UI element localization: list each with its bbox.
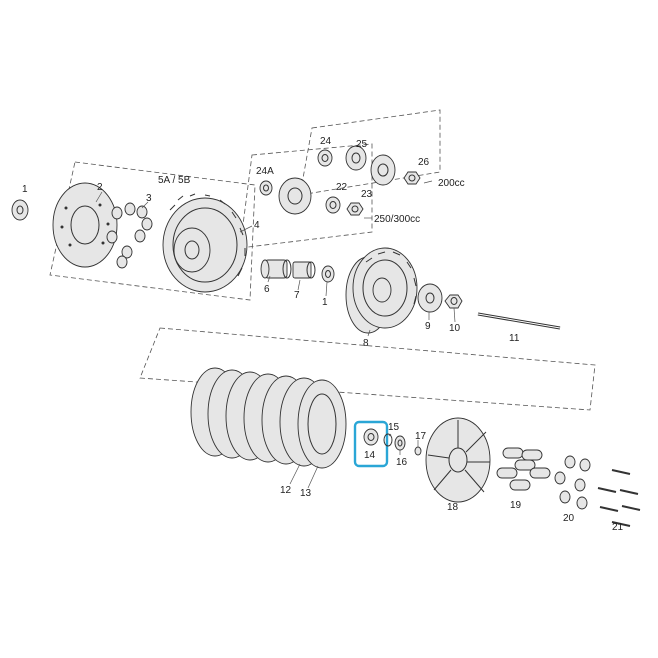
label-part-14: 14 <box>364 450 376 461</box>
part-21-bolts <box>597 469 641 527</box>
part-23-nut <box>346 202 364 216</box>
part-11-push-rod <box>477 312 561 330</box>
frame-clutch-pack <box>139 327 596 411</box>
label-part-22: 22 <box>336 182 348 193</box>
label-part-11: 11 <box>509 333 520 344</box>
label-part-5: 5A / 5B <box>158 175 191 186</box>
label-part-8: 8 <box>363 338 369 349</box>
part-1b-washer <box>321 265 335 283</box>
label-part-26: 26 <box>418 157 430 168</box>
part-24-washer <box>317 149 333 167</box>
label-part-24: 24 <box>320 136 332 147</box>
part-7-spacer <box>292 261 316 279</box>
label-part-13: 13 <box>300 488 312 499</box>
part-8-inner-hub <box>345 247 418 334</box>
part-18-pressure-plate <box>425 417 491 503</box>
part-9-lock-washer <box>417 283 443 313</box>
part-26-nut <box>403 171 421 185</box>
part-24a-washer <box>259 180 273 196</box>
part-25-bearing <box>345 145 367 171</box>
label-part-6: 6 <box>264 284 270 295</box>
leader-lines <box>95 180 456 489</box>
label-200cc: 200cc <box>438 178 465 189</box>
label-part-18: 18 <box>447 502 459 513</box>
part-22-washer <box>325 196 341 214</box>
label-part-12: 12 <box>280 485 292 496</box>
label-part-23: 23 <box>361 189 373 200</box>
label-part-15: 15 <box>388 422 400 433</box>
part-12-13-clutch-plates <box>190 367 347 469</box>
part-16-washer <box>394 435 406 451</box>
label-part-9: 9 <box>425 321 431 332</box>
label-part-4: 4 <box>254 220 260 231</box>
label-part-2: 2 <box>97 182 103 193</box>
part-14-bearing <box>363 428 379 446</box>
part-4-clutch-basket <box>162 193 248 293</box>
label-part-21: 21 <box>612 522 624 533</box>
part-250-gear <box>278 177 312 215</box>
part-6-bushing <box>260 259 292 279</box>
label-part-1: 1 <box>22 184 28 195</box>
part-15-circlip <box>383 433 393 447</box>
label-part-1b: 1 <box>322 297 328 308</box>
label-250-300cc: 250/300cc <box>374 214 420 225</box>
label-part-25: 25 <box>356 139 368 150</box>
highlight-box-part-14 <box>353 420 389 468</box>
label-part-19: 19 <box>510 500 522 511</box>
label-part-3: 3 <box>146 193 152 204</box>
part-20-spring-cups <box>554 455 591 510</box>
part-19-springs <box>496 447 551 491</box>
frame-200cc <box>299 109 441 196</box>
label-part-24a: 24A <box>256 166 274 177</box>
frame-250-300cc <box>239 143 373 249</box>
label-part-16: 16 <box>396 457 408 468</box>
part-200cc-gear <box>370 154 396 186</box>
label-part-7: 7 <box>294 290 300 301</box>
part-3-damper-rings <box>106 202 153 269</box>
part-1-washer <box>11 199 29 221</box>
part-17-pin <box>414 446 422 456</box>
label-part-10: 10 <box>449 323 461 334</box>
label-part-17: 17 <box>415 431 427 442</box>
label-part-20: 20 <box>563 513 575 524</box>
part-10-nut <box>444 294 463 309</box>
part-2-drive-disc <box>52 182 118 268</box>
